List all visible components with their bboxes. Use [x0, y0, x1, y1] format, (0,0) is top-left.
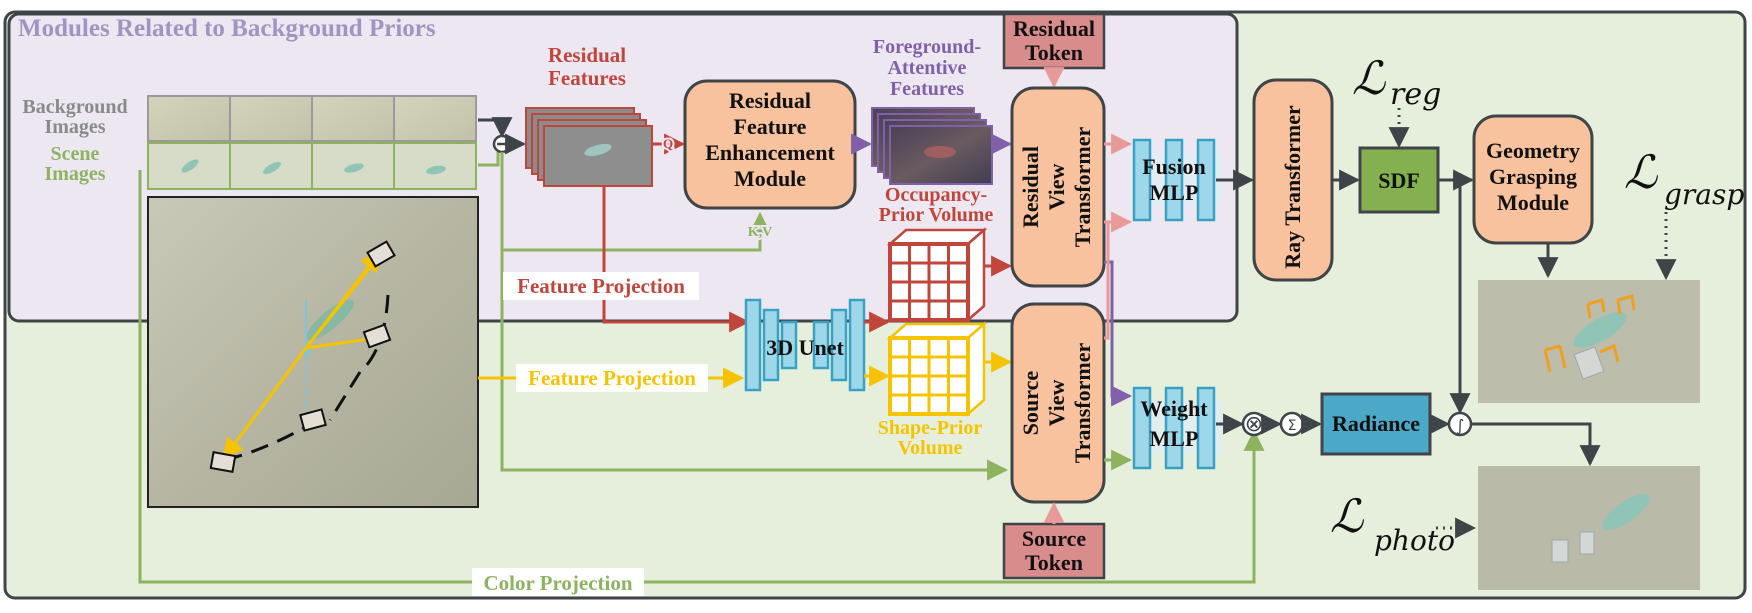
- svg-text:MLP: MLP: [1150, 426, 1199, 451]
- svg-text:Scene: Scene: [51, 143, 100, 165]
- feature-projection-top-label: Feature Projection: [517, 274, 685, 298]
- weight-mlp: Weight MLP: [1130, 386, 1222, 470]
- scene-trunk-line: [500, 152, 1009, 481]
- feature-projection-red-line: [602, 186, 751, 333]
- svg-text:reg: reg: [1390, 77, 1441, 112]
- svg-text:grasp: grasp: [1664, 178, 1744, 211]
- residual-token-box: [1002, 12, 1106, 70]
- svg-text:Transformer: Transformer: [1070, 342, 1095, 463]
- bg-to-minus-arrow: [478, 117, 513, 139]
- q-label: Q: [663, 136, 673, 151]
- sdf-label: SDF: [1378, 168, 1420, 193]
- svg-text:Images: Images: [44, 163, 105, 185]
- svg-text:Feature: Feature: [734, 114, 807, 139]
- foreground-features-stack: [871, 107, 993, 185]
- integral-to-photo-arrow: [1471, 422, 1601, 467]
- foreground-features-label: Foreground- Attentive Features: [873, 36, 981, 100]
- svg-text:Token: Token: [1025, 40, 1083, 65]
- svg-text:Weight: Weight: [1140, 396, 1208, 421]
- svg-text:MLP: MLP: [1150, 180, 1199, 205]
- svg-text:Residual: Residual: [548, 43, 626, 67]
- radiance-box: [1320, 392, 1432, 456]
- svg-text:Residual: Residual: [1018, 146, 1043, 228]
- svg-text:Source: Source: [1022, 526, 1087, 551]
- background-images-label: Background Images: [22, 96, 127, 138]
- svg-text:Module: Module: [1497, 190, 1569, 215]
- svg-text:Foreground-: Foreground-: [873, 36, 981, 58]
- unet-3d: [744, 298, 866, 392]
- residual-view-transformer-label: Residual View Transformer: [1018, 126, 1095, 247]
- region-title: Modules Related to Background Priors: [18, 15, 436, 42]
- unet-label: 3D Unet: [766, 335, 844, 360]
- svg-text:Features: Features: [548, 66, 626, 90]
- fusion-mlp: Fusion MLP: [1130, 138, 1222, 222]
- svg-text:Images: Images: [44, 116, 105, 138]
- sigma-symbol: Σ: [1288, 418, 1297, 434]
- svg-text:Occupancy-: Occupancy-: [885, 184, 987, 206]
- occupancy-prior-volume: [886, 227, 988, 323]
- svg-text:ℒ: ℒ: [1624, 145, 1658, 199]
- svg-text:Background: Background: [22, 96, 127, 118]
- feature-projection-mid-label: Feature Projection: [528, 366, 696, 390]
- svg-text:Volume: Volume: [898, 437, 963, 459]
- svg-text:Residual: Residual: [729, 88, 811, 113]
- geometry-grasping-box: [1472, 114, 1594, 245]
- svg-text:Token: Token: [1025, 550, 1083, 575]
- svg-text:photo: photo: [1374, 524, 1455, 557]
- shape-prior-volume: [886, 321, 988, 417]
- feature-projection-top-bg: [503, 272, 699, 300]
- svg-text:ℒ: ℒ: [1330, 489, 1364, 543]
- photo-output-image: [1478, 466, 1700, 590]
- svg-text:Shape-Prior: Shape-Prior: [878, 417, 983, 439]
- scene-kv-line: [502, 211, 771, 252]
- color-projection-bg: [472, 568, 644, 596]
- grasp-output-image: [1478, 280, 1700, 403]
- svg-text:Residual: Residual: [1013, 16, 1095, 41]
- scene-images-label: Scene Images: [44, 143, 105, 185]
- source-token-label: Source Token: [1022, 526, 1087, 575]
- scene-image-strip: [147, 142, 477, 190]
- svt-to-fusion-pink: [1104, 222, 1110, 340]
- feature-projection-mid-bg: [516, 364, 708, 392]
- svg-text:Attentive: Attentive: [888, 57, 967, 79]
- svg-text:View: View: [1044, 379, 1069, 426]
- color-projection-label: Color Projection: [483, 571, 632, 595]
- svg-text:Fusion: Fusion: [1142, 154, 1206, 179]
- svg-text:Module: Module: [734, 166, 806, 191]
- integral-symbol: ∫: [1456, 416, 1464, 435]
- times-symbol: ⊗: [1245, 412, 1263, 437]
- svg-text:View: View: [1044, 163, 1069, 210]
- svg-text:Enhancement: Enhancement: [705, 140, 835, 165]
- svg-text:ℒ: ℒ: [1352, 51, 1386, 105]
- kv-label: K,V: [748, 225, 773, 240]
- loss-reg: ℒ reg: [1352, 51, 1441, 112]
- background-image-strip: [147, 95, 477, 142]
- geometry-grasping-label: Geometry Grasping Module: [1486, 138, 1580, 215]
- svg-text:Prior Volume: Prior Volume: [879, 204, 994, 226]
- residual-features-stack: [525, 107, 653, 187]
- shape-volume-label: Shape-Prior Volume: [878, 417, 983, 459]
- svg-text:Features: Features: [890, 78, 964, 100]
- source-view-transformer-label: Source View Transformer: [1018, 342, 1095, 463]
- radiance-label: Radiance: [1332, 411, 1420, 436]
- svg-text:Grasping: Grasping: [1489, 164, 1577, 189]
- residual-view-transformer-box: [1010, 86, 1106, 288]
- residual-features-label: Residual Features: [548, 43, 626, 90]
- ray-transformer-label: Ray Transformer: [1280, 105, 1305, 269]
- residual-token-label: Residual Token: [1013, 16, 1095, 65]
- source-token-box: [1002, 522, 1106, 580]
- scene-to-minus-arrow: [478, 152, 500, 167]
- scene-photo-with-cameras: [147, 196, 479, 508]
- svg-text:Geometry: Geometry: [1486, 138, 1580, 163]
- svg-text:Transformer: Transformer: [1070, 126, 1095, 247]
- svg-text:Source: Source: [1018, 371, 1043, 436]
- occupancy-volume-label: Occupancy- Prior Volume: [879, 184, 994, 226]
- loss-photo: ℒ photo: [1330, 489, 1455, 557]
- loss-grasp: ℒ grasp: [1624, 145, 1744, 211]
- rfem-label: Residual Feature Enhancement Module: [705, 88, 835, 191]
- color-projection-line: [138, 170, 1265, 584]
